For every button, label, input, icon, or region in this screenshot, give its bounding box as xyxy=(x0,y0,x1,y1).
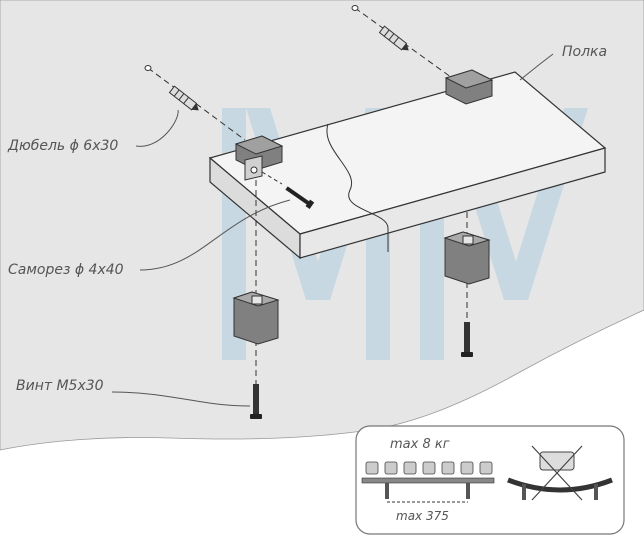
inset-shelf-ok xyxy=(361,477,495,484)
load-inset: max 8 кг max 375 xyxy=(355,425,625,535)
bracket-bottom-left xyxy=(232,180,280,390)
leader-bolt xyxy=(111,391,251,407)
label-shelf: Полка xyxy=(562,44,607,60)
label-bolt: Винт M5x30 xyxy=(16,378,104,394)
bolt-left xyxy=(250,384,262,419)
bracket-bottom-right xyxy=(443,212,491,330)
label-screw: Саморез ϕ 4x40 xyxy=(8,262,124,278)
dowel-right xyxy=(351,5,456,81)
bracket-top-right xyxy=(444,69,494,105)
inset-load-label: max 8 кг xyxy=(390,437,450,452)
inset-spacing-label: max 375 xyxy=(396,509,449,523)
bolt-right xyxy=(461,322,473,357)
label-dowel: Дюбель ϕ 6x30 xyxy=(7,138,118,154)
leader-screw xyxy=(139,199,291,271)
dowel-left xyxy=(144,65,246,141)
inset-shelf-bent xyxy=(507,477,613,493)
leader-shelf xyxy=(519,53,554,81)
weights-row xyxy=(365,461,493,475)
leader-dowel xyxy=(135,109,179,147)
bracket-top-left xyxy=(234,135,284,181)
shelf-board xyxy=(208,71,607,260)
screw xyxy=(261,171,315,210)
